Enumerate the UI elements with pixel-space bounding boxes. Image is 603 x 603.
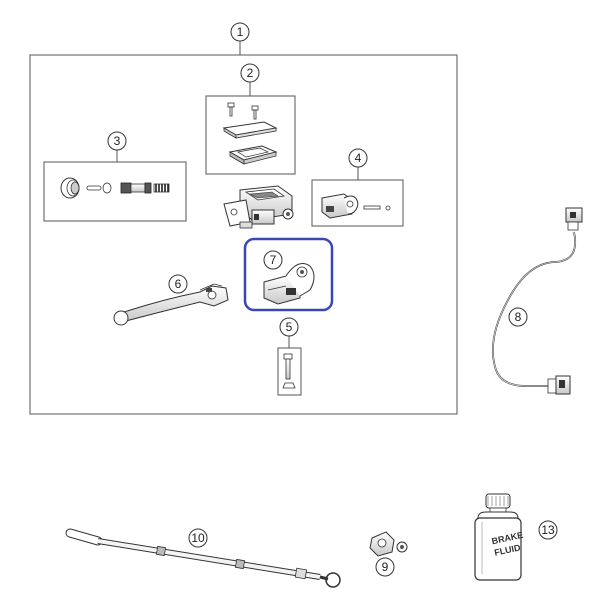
callout-10 (188, 528, 208, 548)
brake-fluid-part[interactable]: BRAKE FLUID 13 (474, 493, 558, 581)
callout-2-label: 2 (247, 66, 254, 80)
assembly-frame (29, 41, 458, 415)
master-cylinder-icon (223, 185, 294, 229)
callout-4[interactable]: 4 (348, 148, 368, 168)
callout-6-label: 6 (175, 277, 182, 291)
plug-connector-icon (547, 375, 571, 395)
callout-2[interactable]: 2 (240, 63, 260, 83)
callout-13 (538, 520, 558, 540)
piston-kit-group (43, 150, 187, 222)
brake-switch-part[interactable]: 8 (491, 207, 583, 395)
callout-7-label: 7 (270, 253, 277, 267)
pivot-bolt-icon (282, 353, 296, 389)
piston-icon (120, 182, 152, 194)
callout-10-label: 10 (191, 531, 205, 545)
lever-part[interactable]: 6 (113, 274, 229, 326)
reservoir-cover-icon (222, 121, 278, 139)
callout-3[interactable]: 3 (107, 131, 127, 151)
lever-adapter-icon (263, 263, 315, 305)
callout-4-label: 4 (355, 151, 362, 165)
brake-hose-icon (65, 528, 341, 588)
switch-connector-icon (565, 207, 583, 231)
clamp-kit-group (311, 167, 404, 227)
callout-9 (375, 557, 395, 577)
callout-7 (263, 250, 283, 270)
dust-boot-icon (60, 177, 80, 199)
cover-kit-group (205, 82, 296, 175)
brake-lever-icon (113, 283, 229, 326)
callout-8 (508, 307, 528, 327)
banjo-fitting-icon (369, 531, 408, 557)
callout-9-label: 9 (382, 560, 389, 574)
callout-8-label: 8 (515, 310, 522, 324)
brake-line-part[interactable]: 10 (65, 528, 341, 588)
push-rod-icon (86, 185, 102, 191)
spring-icon (153, 183, 170, 193)
callout-3-label: 3 (114, 134, 121, 148)
callout-5[interactable]: 5 (279, 317, 299, 337)
clamp-icon (321, 193, 359, 219)
callout-6 (168, 274, 188, 294)
callout-13-label: 13 (541, 523, 555, 537)
callout-1[interactable]: 1 (230, 22, 250, 42)
callout-1-label: 1 (237, 25, 244, 39)
callout-5-label: 5 (286, 320, 293, 334)
switch-cable (491, 231, 577, 387)
cap-screw-icon (227, 102, 259, 120)
clamp-bolt-icon (363, 205, 391, 211)
part-7-highlight[interactable]: 7 (243, 237, 334, 312)
banjo-bolt-part[interactable]: 9 (369, 531, 408, 577)
washer-icon (102, 182, 112, 194)
diaphragm-icon (228, 145, 278, 165)
fluid-bottle-icon (474, 493, 522, 581)
pivot-kit-group (277, 336, 302, 396)
